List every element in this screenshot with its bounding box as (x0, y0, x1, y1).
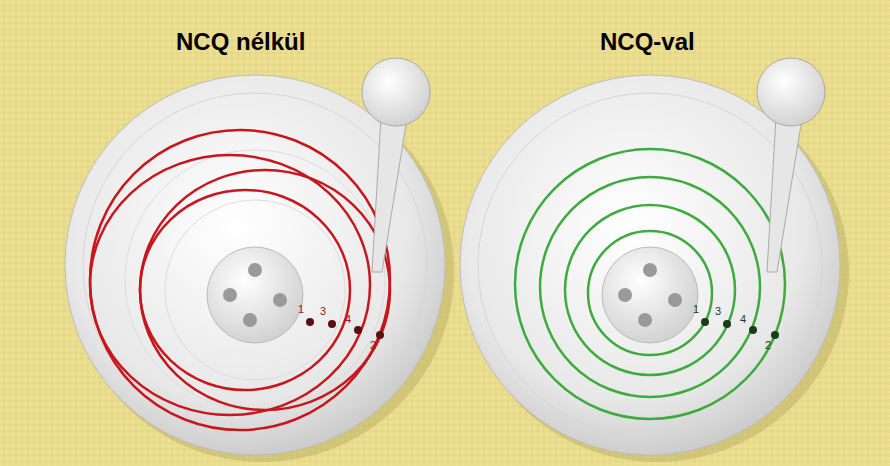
callout-number: 4 (740, 314, 746, 325)
left-disk (65, 58, 454, 462)
callout-number: 2 (370, 340, 376, 351)
callout-number: 2 (765, 340, 771, 351)
callout-number: 3 (715, 306, 721, 317)
callout-number: 4 (345, 314, 351, 325)
callout-number: 1 (693, 304, 699, 315)
heading: NCQ nélkül (176, 30, 305, 54)
callout-number: 3 (320, 306, 326, 317)
heading: NCQ-val (600, 30, 695, 54)
right-disk (460, 58, 849, 462)
callout-number: 1 (298, 304, 304, 315)
